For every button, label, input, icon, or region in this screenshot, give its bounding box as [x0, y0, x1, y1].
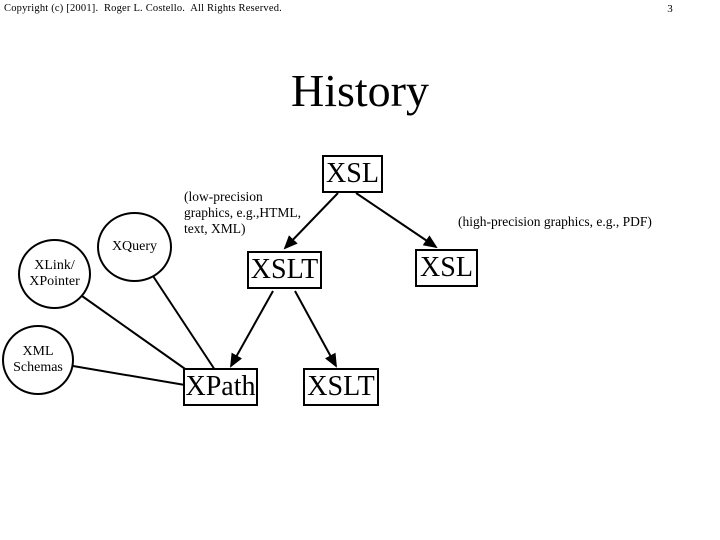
arrow-xslt-to-xpath [230, 290, 274, 368]
node-xlink-label-line2: XPointer [29, 274, 80, 289]
annotation-low-precision-line1: (low-precision [184, 189, 263, 204]
arrow-xsl-to-xsl-right [355, 192, 438, 249]
node-xlink-xpointer: XLink/ XPointer [18, 239, 91, 309]
line-xlink-to-xpath [81, 295, 189, 372]
node-xsl-right-label: XSL [420, 252, 473, 283]
annotation-low-precision-line3: text, XML) [184, 221, 246, 236]
annotation-high-precision: (high-precision graphics, e.g., PDF) [458, 214, 652, 229]
node-xquery: XQuery [97, 212, 172, 282]
node-xslt-mid-label: XSLT [250, 254, 319, 285]
node-xsl-right: XSL [415, 249, 478, 287]
annotation-low-precision-line2: graphics, e.g.,HTML, [184, 205, 301, 220]
node-xslt-bottom: XSLT [303, 368, 379, 406]
node-xsl-top: XSL [322, 155, 383, 193]
line-schemas-to-xpath [72, 365, 186, 386]
node-xquery-label: XQuery [111, 239, 158, 254]
node-xml-schemas: XML Schemas [2, 325, 74, 395]
node-xpath-label: XPath [185, 371, 256, 402]
node-xsl-top-label: XSL [326, 158, 379, 189]
annotation-low-precision: (low-precision graphics, e.g.,HTML, text… [184, 189, 324, 237]
node-xslt-bottom-label: XSLT [307, 371, 375, 402]
node-xpath: XPath [183, 368, 258, 406]
arrow-xsl-to-xslt [283, 192, 339, 250]
node-xlink-label-line1: XLink/ [34, 258, 75, 273]
page-number: 3 [667, 3, 673, 15]
arrow-xslt-to-xslt-bottom [294, 290, 337, 368]
node-schemas-label-line1: XML [22, 344, 54, 359]
line-xquery-to-xpath [150, 272, 216, 371]
slide-title: History [291, 65, 429, 116]
node-schemas-label-line2: Schemas [13, 360, 63, 375]
copyright-text: Copyright (c) [2001]. Roger L. Costello.… [4, 3, 282, 14]
node-xslt-mid: XSLT [247, 251, 322, 289]
